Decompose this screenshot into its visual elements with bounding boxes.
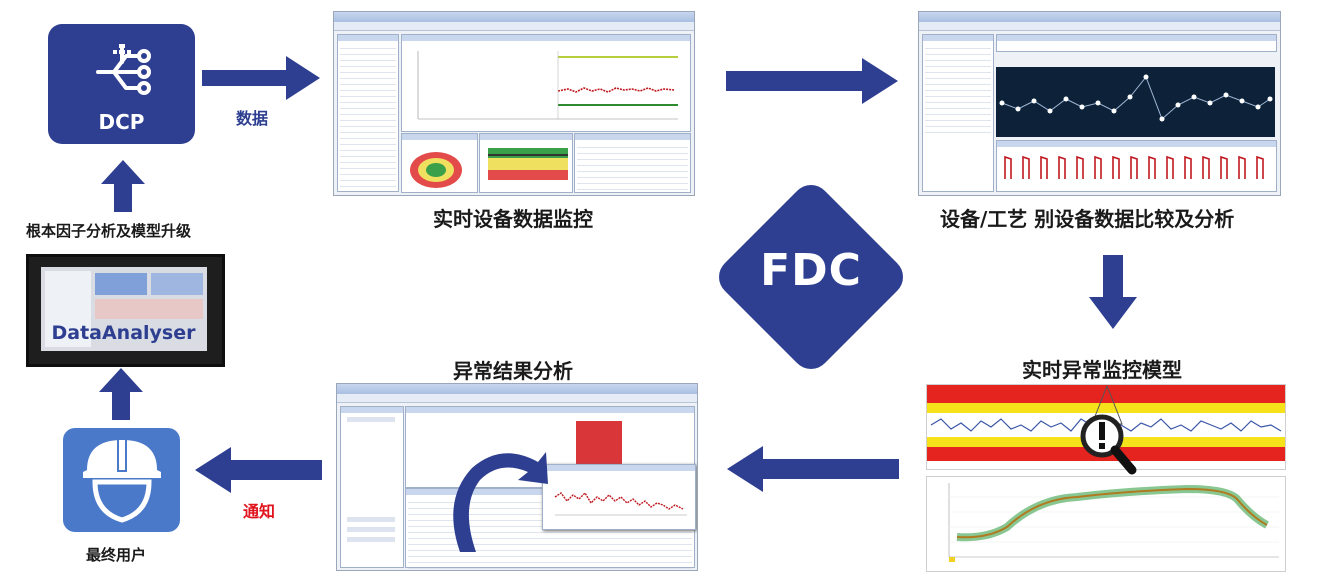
edge-label-notify: 通知 — [243, 502, 276, 521]
compare-analysis-label: 设备/工艺 别设备数据比较及分析 — [940, 207, 1235, 231]
anomaly-result-screenshot — [336, 383, 698, 571]
fdc-diamond — [719, 185, 903, 369]
worker-helmet-icon — [83, 440, 161, 523]
anomaly-trend-chart — [926, 476, 1286, 572]
compare-analysis-screenshot — [918, 11, 1281, 196]
anomaly-result-label: 异常结果分析 — [453, 359, 573, 383]
arrow-up-icon — [99, 368, 143, 420]
anomaly-model-label: 实时异常监控模型 — [1022, 358, 1182, 382]
realtime-monitor-label: 实时设备数据监控 — [433, 207, 593, 231]
realtime-monitor-screenshot — [333, 11, 695, 196]
magnifier-alert-icon — [1080, 384, 1137, 475]
fdc-title: FDC — [760, 245, 862, 296]
data-analyser-screen — [26, 254, 225, 367]
arrow-left-icon — [195, 447, 322, 493]
data-analyser-label: DataAnalyser — [51, 322, 196, 344]
network-icon — [96, 44, 151, 95]
dcp-node: DCP — [48, 24, 195, 144]
dcp-label: DCP — [98, 110, 145, 134]
arrow-right-icon — [202, 56, 320, 100]
end-user-node — [63, 428, 180, 532]
edge-label-data: 数据 — [236, 109, 269, 128]
root-cause-label: 根本因子分析及模型升级 — [26, 222, 192, 240]
curved-arrow-icon — [453, 452, 548, 552]
arrow-up-icon — [101, 160, 145, 212]
arrow-down-icon — [1089, 255, 1137, 329]
arrow-right-icon — [726, 58, 898, 104]
arrow-left-icon — [727, 446, 899, 492]
end-user-label: 最终用户 — [86, 546, 147, 564]
